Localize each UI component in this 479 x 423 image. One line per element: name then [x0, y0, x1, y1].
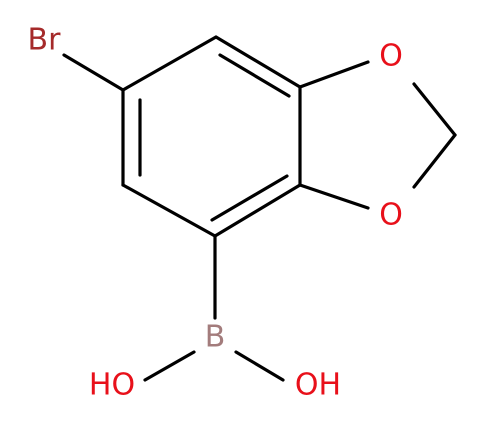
bond-b-oh1	[143, 350, 196, 382]
bond-ring-top-right-inner	[218, 53, 291, 98]
bond-ch2-o2	[412, 133, 457, 189]
atom-br-label: Br	[28, 23, 62, 58]
bonds	[62, 35, 457, 382]
bond-c-o2	[298, 183, 370, 210]
atom-labels: Br O O B HO OH	[28, 23, 403, 403]
atom-o1-label: O	[379, 39, 403, 74]
bond-c-o1	[298, 60, 370, 89]
bond-b-oh2	[234, 350, 285, 382]
bond-c-br	[62, 53, 125, 92]
atom-o2-label: O	[379, 198, 403, 233]
bond-ring-bottom-right	[213, 183, 302, 238]
bond-o1-ch2	[412, 82, 457, 137]
atom-oh1-label: HO	[89, 368, 135, 403]
atom-b-label: B	[205, 320, 226, 355]
bond-ring-bottom-right-inner	[210, 174, 289, 222]
bond-ring-top-right	[214, 35, 302, 89]
bond-ring-bottom-left	[121, 183, 217, 238]
atom-oh2-label: OH	[295, 368, 341, 403]
bond-ring-top-left	[121, 35, 218, 92]
